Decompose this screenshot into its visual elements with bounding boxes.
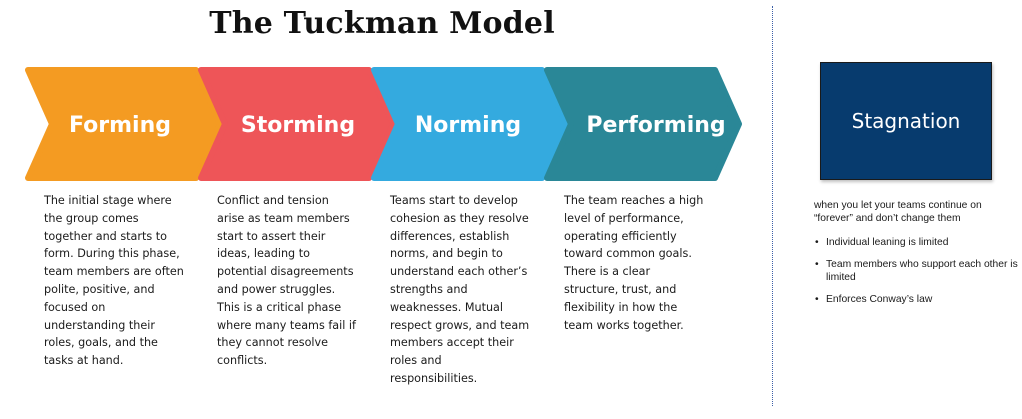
chevron-forming <box>25 67 223 181</box>
chevron-label-performing: Performing <box>586 113 725 138</box>
storming-description: Conflict and tension arise as team membe… <box>217 194 356 368</box>
stagnation-bullet-text: Individual leaning is limited <box>826 237 949 248</box>
stagnation-bullet-text: Team members who support each other is l… <box>826 259 1018 283</box>
stagnation-description: when you let your teams continue on “for… <box>814 200 982 224</box>
bullet-dot-icon: • <box>815 294 819 305</box>
stagnation-bullet: • Enforces Conway’s law <box>814 293 1019 306</box>
chevron-label-storming: Storming <box>241 113 355 138</box>
section-divider <box>772 6 773 406</box>
bullet-dot-icon: • <box>815 237 819 248</box>
chevron-performing <box>544 67 742 181</box>
performing-description: The team reaches a high level of perform… <box>564 194 704 332</box>
chevron-label-norming: Norming <box>415 113 521 138</box>
forming-description: The initial stage where the group comes … <box>44 194 184 368</box>
chevron-storming <box>198 67 396 181</box>
stage-chevrons: Forming Storming Norming Performing <box>25 67 742 181</box>
chevron-label-forming: Forming <box>69 113 171 138</box>
stagnation-box: Stagnation <box>820 62 992 180</box>
norming-description: Teams start to develop cohesion as they … <box>390 194 530 385</box>
stagnation-bullet-list: • Individual leaning is limited • Team mem… <box>814 236 1019 315</box>
stagnation-title: Stagnation <box>851 109 961 133</box>
stagnation-bullet-text: Enforces Conway’s law <box>826 294 933 305</box>
diagram-title: The Tuckman Model <box>209 6 555 41</box>
stagnation-bullet: • Individual leaning is limited <box>814 236 1019 249</box>
bullet-dot-icon: • <box>815 259 819 270</box>
chevron-norming <box>371 67 569 181</box>
stagnation-bullet: • Team members who support each other is … <box>814 258 1019 284</box>
